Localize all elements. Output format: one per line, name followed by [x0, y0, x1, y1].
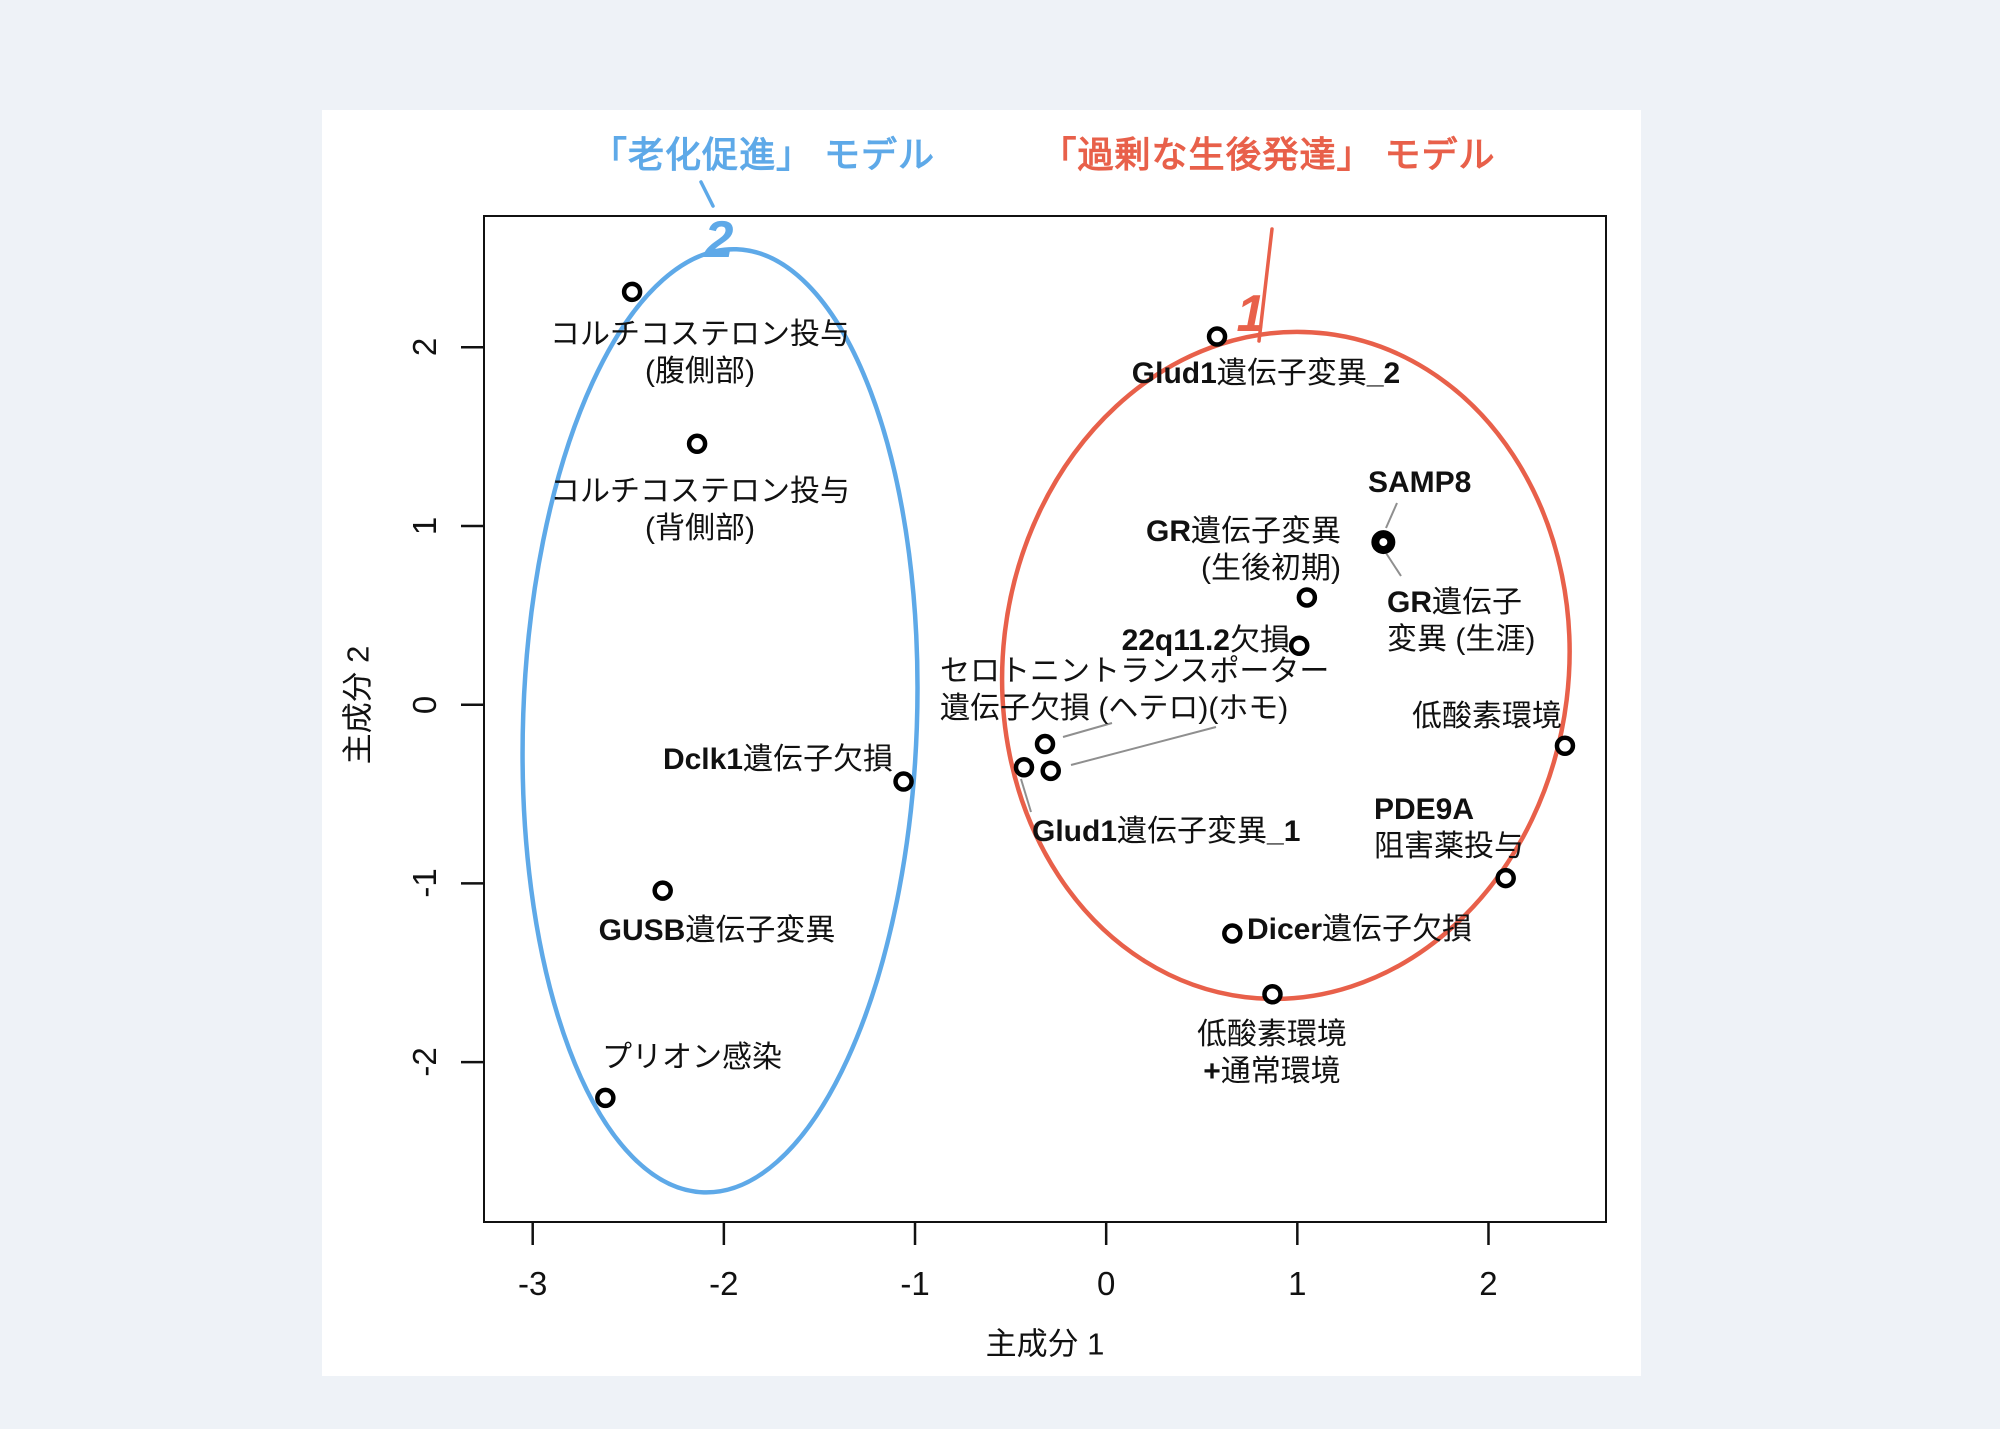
x-tick-label-2: 2: [1479, 1265, 1498, 1302]
point-samp8-gr-lifelong: [1371, 530, 1396, 555]
label-hypoxia-line-0: 低酸素環境: [1412, 700, 1562, 733]
label-glud1-mut2: Glud1遺伝子変異_2: [1132, 355, 1400, 392]
y-axis-label: 主成分 2: [340, 645, 376, 765]
group-ellipse-excessive-postnatal-development: [999, 329, 1572, 1002]
point-gusb-mut: [652, 880, 673, 901]
label-pde9a-inhibitor: PDE9A 阻害薬投与: [1374, 791, 1524, 865]
point-22q11-2-del: [1288, 635, 1310, 656]
label-gusb-mut-line-0: GUSB遺伝子変異: [598, 914, 836, 947]
callout-line-aging-acceleration: [699, 180, 715, 208]
label-22q11-2-del: 22q11.2欠損: [1122, 622, 1290, 659]
label-gr-early-postnatal-line-0: GR遺伝子変異: [1146, 515, 1341, 548]
point-hypoxia: [1554, 735, 1576, 757]
model-number-aging-acceleration: 2: [704, 211, 734, 269]
label-prion-infection-line-0: プリオン感染: [602, 1041, 782, 1074]
label-gr-early-postnatal-line-1: (生後初期): [1201, 552, 1341, 585]
label-gr-early-postnatal: GR遺伝子変異 (生後初期): [1146, 513, 1341, 587]
label-pde9a-inhibitor-line-1: 阻害薬投与: [1374, 830, 1524, 863]
leader-line-samp8: [1385, 502, 1398, 529]
point-glud1-mut2: [1206, 326, 1228, 347]
point-prion-infection: [595, 1087, 616, 1109]
point-corticosterone-ventral: [621, 281, 643, 303]
label-gusb-mut: GUSB遺伝子変異: [599, 912, 836, 949]
label-prion-infection: プリオン感染: [602, 1039, 782, 1076]
label-hypoxia-normoxia-line-0: 低酸素環境: [1197, 1018, 1347, 1051]
y-tick-label-0: 0: [406, 695, 443, 714]
label-samp8-gr-lifelong-line-0: SAMP8: [1368, 466, 1472, 499]
label-glud1-mut1-line-0: Glud1遺伝子変異_1: [1032, 815, 1301, 848]
callout-line-excessive-postnatal-development: [1257, 227, 1274, 343]
group-ellipse-aging-acceleration: [520, 246, 920, 1195]
point-gr-early-postnatal: [1296, 587, 1318, 608]
point-sert-homo: [1040, 760, 1061, 782]
label-gr-lifelong-line-1: 変異 (生涯): [1387, 623, 1536, 656]
label-samp8-gr-lifelong: SAMP8: [1368, 464, 1471, 501]
label-gr-lifelong: GR遺伝子変異 (生涯): [1387, 584, 1535, 658]
label-sert-line-1: 遺伝子欠損 (ヘテロ)(ホモ): [940, 692, 1289, 725]
leader-line-gr-lifelong: [1385, 552, 1402, 577]
x-tick-label-1: 1: [1288, 1265, 1307, 1302]
x-tick-label-0: 0: [1096, 1265, 1116, 1302]
label-corticosterone-dorsal-line-0: コルチコステロン投与: [550, 475, 850, 508]
label-gr-lifelong-line-0: GR遺伝子: [1387, 586, 1522, 619]
label-pde9a-inhibitor-line-0: PDE9A: [1374, 793, 1475, 826]
y-tick-label-1: 1: [406, 516, 443, 536]
label-corticosterone-ventral-line-1: (腹側部): [645, 355, 755, 388]
label-dicer-ko-line-0: Dicer遺伝子欠損: [1247, 913, 1473, 946]
label-sert-line-0: セロトニントランスポーター: [940, 655, 1330, 688]
model-number-excessive-postnatal-development: 1: [1236, 285, 1266, 343]
leader-line-sert-hetero: [1062, 722, 1113, 738]
label-corticosterone-dorsal-line-1: (背側部): [645, 512, 755, 545]
point-hypoxia-normoxia: [1262, 983, 1283, 1005]
label-hypoxia: 低酸素環境: [1412, 698, 1562, 735]
point-sert-hetero: [1034, 733, 1056, 755]
y-tick-label-2: 2: [406, 338, 443, 357]
label-hypoxia-normoxia: 低酸素環境 +通常環境: [1197, 1016, 1347, 1090]
label-dclk1-ko: Dclk1遺伝子欠損: [663, 741, 893, 778]
x-tick-label--3: -3: [518, 1265, 548, 1302]
label-hypoxia-normoxia-line-1: +通常環境: [1203, 1055, 1341, 1088]
x-tick-label--1: -1: [900, 1265, 930, 1302]
label-dclk1-ko-line-0: Dclk1遺伝子欠損: [662, 743, 893, 776]
point-pde9a-inhibitor: [1495, 867, 1516, 889]
point-glud1-mut1: [1013, 757, 1035, 778]
x-tick-label--2: -2: [709, 1265, 739, 1302]
point-dicer-ko: [1222, 923, 1243, 944]
point-dclk1-ko: [893, 771, 914, 792]
label-corticosterone-ventral-line-0: コルチコステロン投与: [550, 318, 850, 351]
label-sert: セロトニントランスポーター遺伝子欠損 (ヘテロ)(ホモ): [940, 653, 1329, 727]
x-axis-label: 主成分 1: [985, 1326, 1105, 1362]
plot-area: [483, 215, 1607, 1223]
label-corticosterone-dorsal: コルチコステロン投与 (背側部): [550, 473, 850, 547]
figure-panel: [322, 110, 1641, 1376]
label-22q11-2-del-line-0: 22q11.2欠損: [1121, 624, 1290, 657]
leader-line-sert-homo: [1070, 726, 1217, 766]
y-tick-label--1: -1: [406, 868, 443, 899]
point-corticosterone-dorsal: [686, 433, 708, 455]
label-glud1-mut2-line-0: Glud1遺伝子変異_2: [1131, 357, 1401, 390]
model-label-aging-acceleration: 「老化促進」 モデル: [590, 134, 936, 175]
label-glud1-mut1: Glud1遺伝子変異_1: [1032, 813, 1300, 850]
model-label-excessive-postnatal-development: 「過剰な生後発達」 モデル: [1040, 134, 1496, 175]
label-corticosterone-ventral: コルチコステロン投与 (腹側部): [550, 316, 850, 390]
y-tick-label--2: -2: [406, 1047, 443, 1077]
leader-line-glud1-mut1: [1020, 778, 1032, 813]
label-dicer-ko: Dicer遺伝子欠損: [1247, 911, 1472, 948]
